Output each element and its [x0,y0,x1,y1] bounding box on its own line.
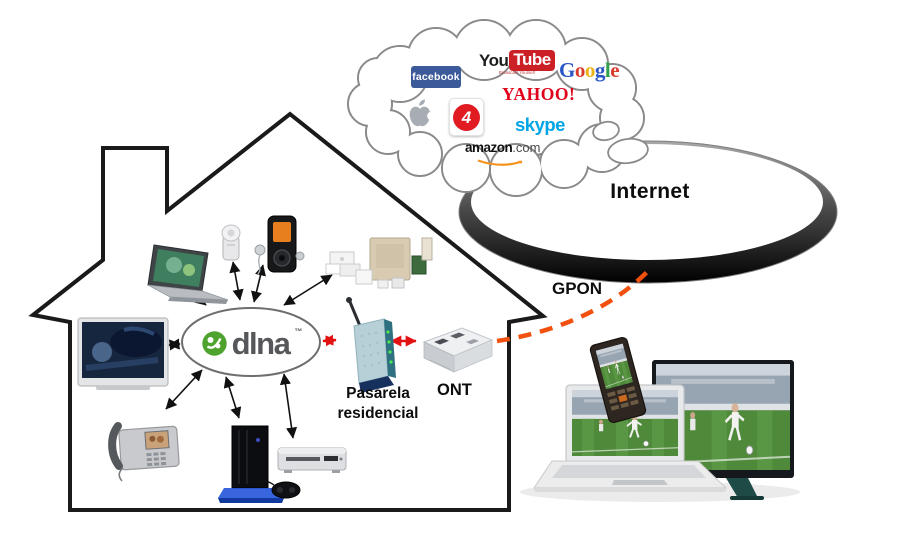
google-letter: o [574,58,586,82]
google-letter: e [610,58,620,82]
ont-icon [422,327,494,373]
dlna-wordmark: dlna [231,325,291,361]
youtube-tagline: Broadcast Yourself [498,71,535,76]
videophone-icon [108,422,180,482]
google-logo: Google [559,58,620,83]
apple-logo [406,99,436,136]
media-laptop-icon [533,384,728,492]
yahoo-logo: YAHOO! [502,84,576,104]
gateway-label: Pasarela residencial [337,385,419,423]
gpon-label: GPON [552,279,603,298]
dlna-trademark: ™ [294,326,303,336]
amazon-logo: amazon.com [465,140,540,173]
red-link-arrows [322,334,417,347]
amazon-smile-icon [477,159,523,166]
youtube-logo: You Tube Broadcast Yourself [479,50,555,77]
thought-bubbles-icon [592,120,649,165]
tv-icon [77,317,169,390]
google-letter: o [584,58,596,82]
dlna-arrows [165,261,333,439]
google-letter: G [559,58,575,82]
flatscreen-tv-icon [652,360,794,500]
media-phone-icon [589,336,647,424]
channel4-number: 4 [461,107,472,127]
youtube-tube-badge: Tube [509,50,555,71]
dlna-hub [181,307,321,377]
google-letter: l [604,58,611,82]
alarm-kit-icon [325,237,433,289]
router-icon [346,297,396,393]
google-letter: g [594,58,606,82]
mp3-player-icon [254,215,305,275]
dlna-icon [201,330,227,356]
media-server-icon [221,224,241,261]
apple-icon [409,99,436,127]
amazon-name-text: amazon [465,140,513,155]
media-devices-group [520,336,800,502]
channel4-logo: 4 [449,98,484,136]
amazon-tld-text: .com [512,140,541,155]
facebook-logo: facebook [411,66,461,88]
ont-label: ONT [437,381,472,399]
youtube-you-text: You [479,50,509,70]
dlna-logo: dlna ™ [184,312,318,374]
skype-logo: skype [515,114,565,135]
channel4-circle: 4 [453,103,480,131]
game-console-icon [218,425,301,503]
house-outline [28,111,548,512]
laptop-icon [147,244,229,304]
internet-label: Internet [610,180,690,203]
dvd-player-icon [277,447,347,473]
